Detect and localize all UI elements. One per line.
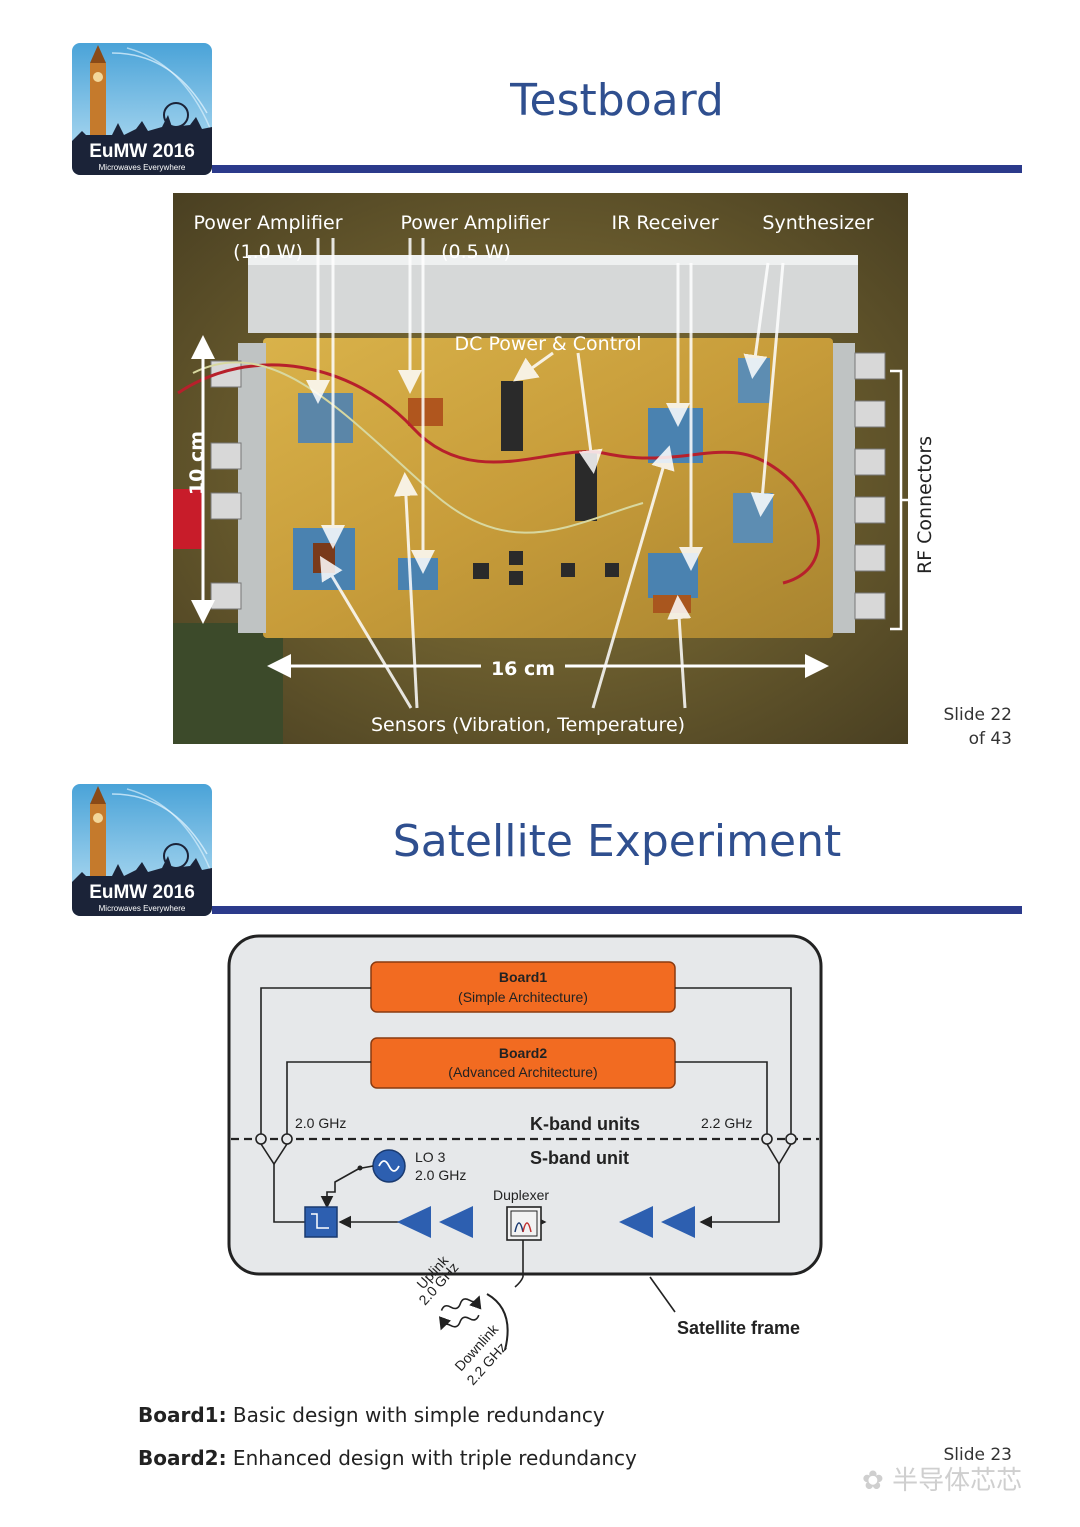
logo-year: EuMW 2016 [89, 141, 195, 162]
amplifier-icon [661, 1206, 695, 1238]
watermark: ✿ 半导体芯芯 [862, 1460, 1022, 1497]
label-pa2: Power Amplifier [400, 212, 549, 234]
slide-number-total: of 43 [968, 729, 1012, 749]
logo-year: EuMW 2016 [89, 882, 195, 903]
logo-caption: EuMW 2016 Microwaves Everywhere [72, 141, 212, 175]
board1-subtitle: (Simple Architecture) [458, 989, 588, 1005]
board1-box [370, 961, 676, 1013]
note-label: Board1: [138, 1403, 227, 1427]
eumw-logo: EuMW 2016 Microwaves Everywhere [72, 784, 212, 916]
note-text: Basic design with simple redundancy [226, 1403, 605, 1427]
slide-title: Satellite Experiment [392, 816, 842, 867]
note-label: Board2: [138, 1446, 227, 1470]
amplifier-icon [397, 1206, 431, 1238]
logo-tagline: Microwaves Everywhere [98, 163, 186, 172]
satellite-frame-label: Satellite frame [677, 1318, 800, 1338]
slide-number: Slide 23 [900, 1443, 1012, 1467]
label-width: 16 cm [491, 658, 555, 680]
rf-connectors-label-wrap: RF Connectors [914, 436, 936, 574]
testboard-photo: Power Amplifier (1.0 W) Power Amplifier … [173, 193, 908, 744]
board2-subtitle: (Advanced Architecture) [448, 1064, 597, 1080]
title-rule [212, 165, 1022, 173]
mixer-icon [304, 1206, 338, 1238]
duplexer-icon [506, 1206, 542, 1241]
label-pa2-power: (0.5 W) [441, 241, 511, 263]
freq-left: 2.0 GHz [295, 1115, 346, 1131]
slide-23: EuMW 2016 Microwaves Everywhere Satellit… [0, 760, 1080, 1527]
amplifier-icon [439, 1206, 473, 1238]
board2-box [370, 1037, 676, 1089]
board1-title: Board1 [499, 969, 547, 985]
freq-right: 2.2 GHz [701, 1115, 752, 1131]
note-text: Enhanced design with triple redundancy [226, 1446, 637, 1470]
kband-label: K-band units [530, 1114, 640, 1134]
slide-22: EuMW 2016 Microwaves Everywhere Testboar… [0, 0, 1080, 760]
slide-number-current: Slide 23 [943, 1445, 1012, 1465]
label-pa1-power: (1.0 W) [233, 241, 303, 263]
logo-tagline: Microwaves Everywhere [98, 904, 186, 913]
title-rule [212, 906, 1022, 914]
wechat-icon: ✿ [862, 1466, 884, 1496]
satellite-frame-box [227, 934, 823, 1276]
duplexer-label: Duplexer [493, 1187, 549, 1203]
label-rf-connectors: RF Connectors [914, 436, 936, 574]
lo-name: LO 3 [415, 1149, 446, 1165]
slide-number-current: Slide 22 [943, 705, 1012, 725]
slide-number: Slide 22 of 43 [900, 703, 1012, 751]
eumw-logo: EuMW 2016 Microwaves Everywhere [72, 43, 212, 175]
label-synthesizer: Synthesizer [762, 212, 873, 234]
note-board2: Board2: Enhanced design with triple redu… [138, 1446, 637, 1470]
board2-title: Board2 [499, 1045, 547, 1061]
logo-caption: EuMW 2016 Microwaves Everywhere [72, 882, 212, 916]
label-ir-receiver: IR Receiver [611, 212, 718, 234]
sband-label: S-band unit [530, 1148, 629, 1168]
label-dc-power: DC Power & Control [455, 333, 642, 355]
lo-freq: 2.0 GHz [415, 1167, 466, 1183]
label-sensors: Sensors (Vibration, Temperature) [371, 714, 685, 736]
watermark-text: 半导体芯芯 [892, 1466, 1023, 1496]
note-board1: Board1: Basic design with simple redunda… [138, 1403, 605, 1427]
label-height: 10 cm [186, 431, 208, 495]
satellite-block-diagram: Board1 (Simple Architecture) Board2 (Adv… [227, 934, 823, 1388]
slide-title: Testboard [510, 75, 724, 126]
amplifier-icon [619, 1206, 653, 1238]
label-pa1: Power Amplifier [193, 212, 342, 234]
